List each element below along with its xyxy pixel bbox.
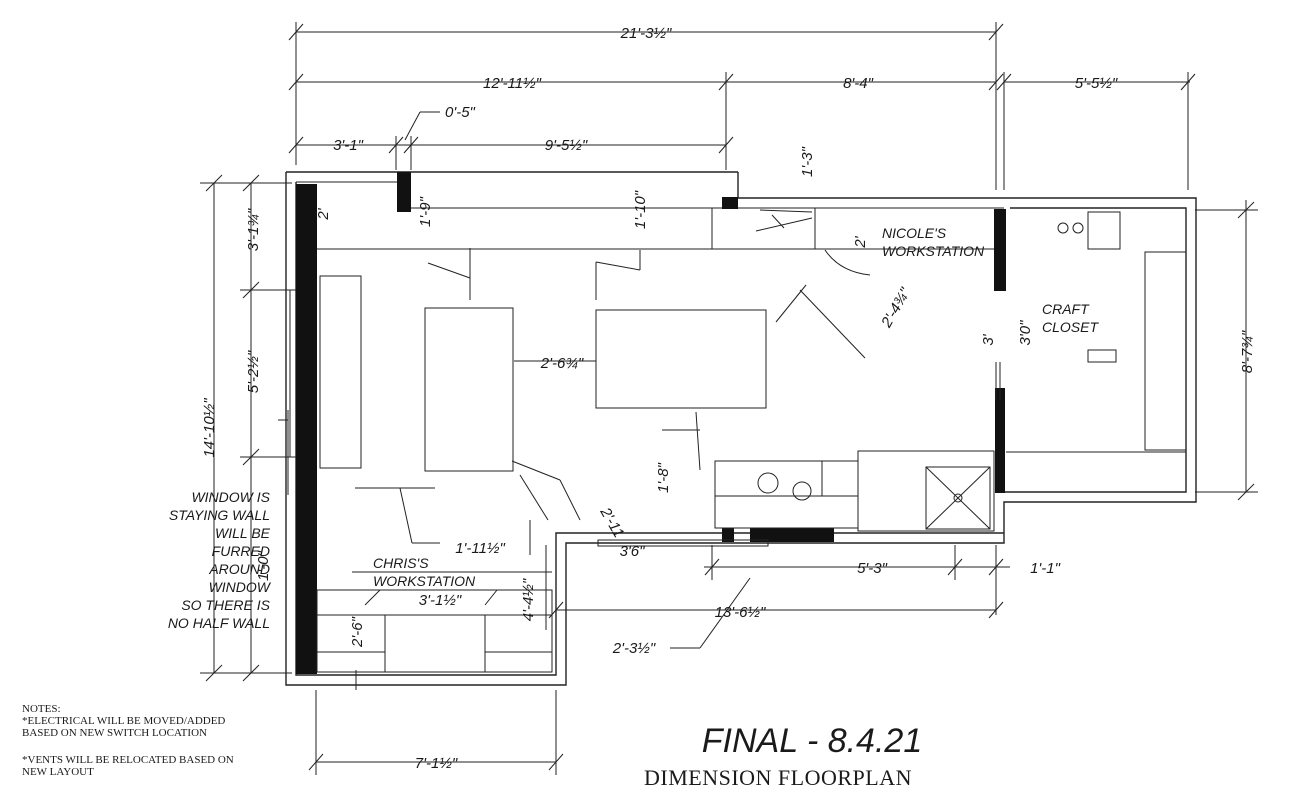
right-dimension-line — [1195, 200, 1258, 501]
dim-left-14-10-1-2: 14'-10½" — [201, 398, 218, 458]
window-note-line: AROUND — [208, 561, 270, 577]
dim-1-10: 1'-10" — [632, 190, 649, 229]
dim-top-right: 5'-5½" — [1075, 75, 1118, 92]
notes-line: *VENTS WILL BE RELOCATED BASED ON — [22, 754, 234, 766]
notes-line: NEW LAYOUT — [22, 766, 94, 778]
notes-block: NOTES: *ELECTRICAL WILL BE MOVED/ADDED B… — [22, 703, 234, 778]
notes-line: *ELECTRICAL WILL BE MOVED/ADDED — [22, 715, 225, 727]
dim-4-4-1-2: 4'-4½" — [520, 578, 537, 621]
dim-left-small: 1'-0" — [255, 550, 272, 581]
dim-3-6: 3'6" — [620, 543, 646, 560]
room-labels: NICOLE'S WORKSTATION CRAFT CLOSET CHRIS'… — [373, 225, 1099, 589]
dim-overall-width: 21'-3½" — [620, 25, 672, 42]
label-nicole-2: WORKSTATION — [882, 243, 985, 259]
notes-line: BASED ON NEW SWITCH LOCATION — [22, 727, 207, 739]
dim-3-1-1-2: 3'-1½" — [419, 592, 462, 609]
label-chris-2: WORKSTATION — [373, 573, 476, 589]
window-note-line: WINDOW — [209, 579, 272, 595]
furniture — [316, 209, 1187, 673]
dim-top-mid: 8'-4" — [843, 75, 874, 92]
window-note: WINDOW IS STAYING WALL WILL BE FURRED AR… — [168, 489, 272, 631]
dim-1-8: 1'-8" — [655, 462, 672, 493]
dim-top-seg2: 9'-5½" — [545, 137, 588, 154]
label-chris-1: CHRIS'S — [373, 555, 429, 571]
dim-top-seg1: 3'-1" — [333, 137, 364, 154]
dim-2-left: 2' — [315, 207, 332, 220]
window-note-line: STAYING WALL — [169, 507, 270, 523]
dim-2-6: 2'-6" — [349, 616, 366, 648]
dim-3-0: 3'0" — [1017, 320, 1034, 346]
dim-left-5-2-1-2: 5'-2½" — [245, 350, 262, 393]
dim-2-nicole: 2' — [852, 235, 869, 248]
bottom-dimension-lines — [308, 545, 1010, 775]
leader-lines — [278, 214, 866, 690]
dimension-labels: 21'-3½" 12'-11½" 8'-4" 5'-5½" 0'-5" 3'-1… — [201, 25, 1256, 772]
dim-13-6-1-2: 13'-6½" — [715, 604, 766, 621]
window-note-line: WINDOW IS — [191, 489, 270, 505]
dim-top-left: 12'-11½" — [483, 75, 542, 92]
dim-1-3: 1'-3" — [799, 146, 816, 177]
new-walls — [296, 172, 1006, 674]
label-nicole-1: NICOLE'S — [882, 225, 947, 241]
dim-2-4-3-4: 2'-4¾" — [878, 285, 915, 332]
window-note-line: FURRED — [212, 543, 270, 559]
dim-top-small: 0'-5" — [445, 104, 476, 121]
window-note-line: NO HALF WALL — [168, 615, 270, 631]
dim-1-11-1-2: 1'-11½" — [455, 540, 505, 557]
label-craft-1: CRAFT — [1042, 301, 1090, 317]
dim-bottom-7-1-1-2: 7'-1½" — [415, 755, 458, 772]
label-craft-2: CLOSET — [1042, 319, 1099, 335]
dim-2-11: 2'-11 — [596, 504, 627, 541]
dim-1-9: 1'-9" — [417, 196, 434, 227]
dim-left-3-1-3-4: 3'-1¾" — [245, 208, 262, 251]
left-dimension-lines — [200, 174, 292, 682]
window-note-line: WILL BE — [215, 525, 271, 541]
dim-2-3-1-2: 2'-3½" — [612, 640, 656, 657]
title-subtitle: DIMENSION FLOORPLAN — [644, 765, 912, 790]
dim-right-8-7-3-4: 8'-7¾" — [1239, 330, 1256, 373]
dim-5-3: 5'-3" — [857, 560, 888, 577]
notes-heading: NOTES: — [22, 703, 61, 715]
title-block: FINAL - 8.4.21 DIMENSION FLOORPLAN — [644, 722, 922, 790]
title-final: FINAL - 8.4.21 — [702, 722, 923, 760]
window-note-line: SO THERE IS — [181, 597, 270, 613]
dim-1-1: 1'-1" — [1030, 560, 1061, 577]
dim-3: 3' — [980, 333, 997, 345]
top-dimension-lines — [288, 22, 1196, 190]
dim-2-6-3-4: 2'-6¾" — [540, 355, 584, 372]
